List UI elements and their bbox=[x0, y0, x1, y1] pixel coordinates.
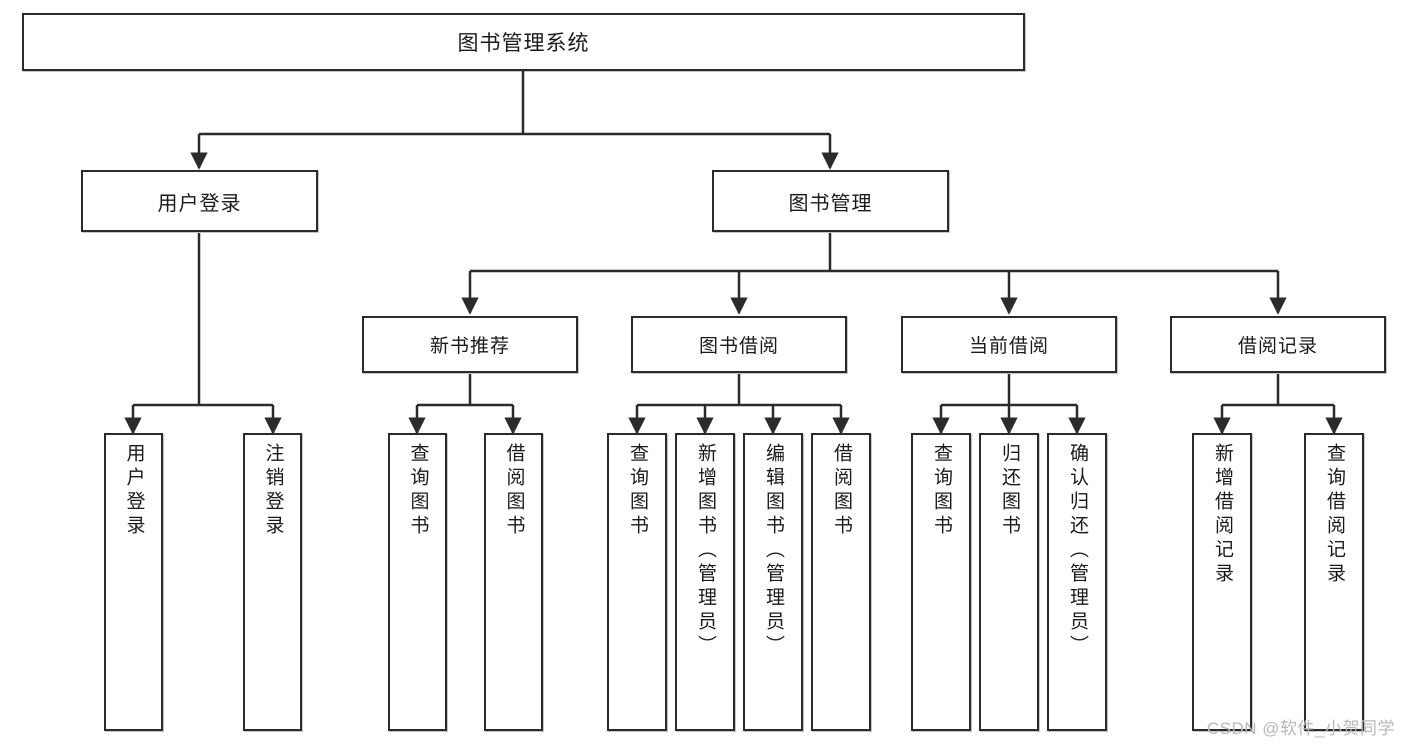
leaf-new-book-query[interactable]: 查询图书 bbox=[388, 433, 447, 731]
leaf-label: 用户登录 bbox=[123, 443, 145, 539]
leaf-current-return-book[interactable]: 归还图书 bbox=[979, 433, 1039, 731]
leaf-label: 查询图书 bbox=[407, 443, 429, 539]
leaf-record-add[interactable]: 新增借阅记录 bbox=[1192, 433, 1252, 731]
leaf-label: 查询图书 bbox=[930, 443, 952, 539]
leaf-label: 查询图书 bbox=[626, 443, 648, 539]
leaf-label: 查询借阅记录 bbox=[1323, 443, 1345, 587]
leaf-record-query[interactable]: 查询借阅记录 bbox=[1304, 433, 1364, 731]
leaf-borrow-add-book[interactable]: 新增图书（管理员） bbox=[675, 433, 735, 731]
leaf-new-book-borrow[interactable]: 借阅图书 bbox=[484, 433, 543, 731]
node-root-system[interactable]: 图书管理系统 bbox=[22, 13, 1025, 71]
leaf-label: 新增图书（管理员） bbox=[694, 443, 716, 659]
leaf-label: 确认归还（管理员） bbox=[1066, 443, 1088, 659]
node-borrow-record[interactable]: 借阅记录 bbox=[1170, 316, 1386, 373]
leaf-label: 借阅图书 bbox=[830, 443, 852, 539]
leaf-label: 借阅图书 bbox=[503, 443, 525, 539]
leaf-label: 注销登录 bbox=[262, 443, 284, 539]
leaf-current-confirm-return[interactable]: 确认归还（管理员） bbox=[1047, 433, 1107, 731]
leaf-user-login-signout[interactable]: 注销登录 bbox=[243, 433, 302, 731]
node-book-borrow[interactable]: 图书借阅 bbox=[631, 316, 847, 373]
leaf-borrow-borrow-book[interactable]: 借阅图书 bbox=[811, 433, 871, 731]
leaf-borrow-query-book[interactable]: 查询图书 bbox=[607, 433, 667, 731]
leaf-label: 编辑图书（管理员） bbox=[762, 443, 784, 659]
leaf-borrow-edit-book[interactable]: 编辑图书（管理员） bbox=[743, 433, 803, 731]
leaf-current-query-book[interactable]: 查询图书 bbox=[911, 433, 971, 731]
node-current-borrow[interactable]: 当前借阅 bbox=[901, 316, 1117, 373]
leaf-label: 归还图书 bbox=[998, 443, 1020, 539]
watermark-text: CSDN @软件_小贺同学 bbox=[1206, 719, 1395, 738]
node-book-management[interactable]: 图书管理 bbox=[712, 170, 949, 232]
node-new-book-recommend[interactable]: 新书推荐 bbox=[362, 316, 578, 373]
node-user-login[interactable]: 用户登录 bbox=[81, 170, 318, 232]
leaf-label: 新增借阅记录 bbox=[1211, 443, 1233, 587]
leaf-user-login-signin[interactable]: 用户登录 bbox=[104, 433, 163, 731]
